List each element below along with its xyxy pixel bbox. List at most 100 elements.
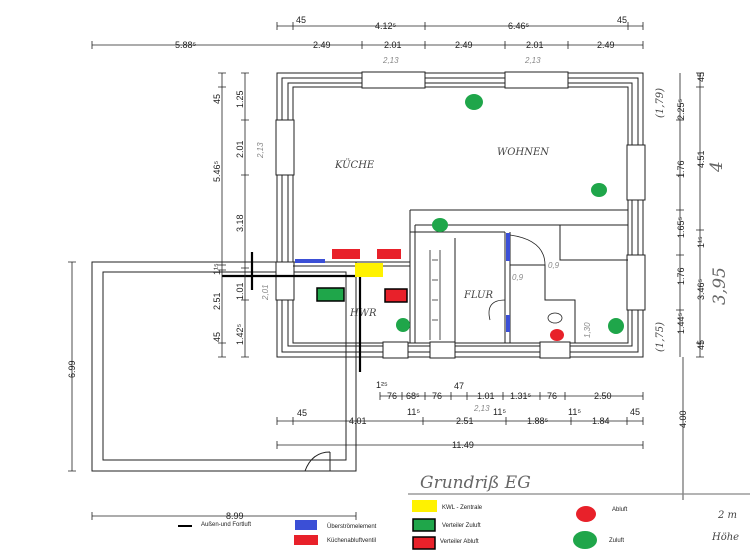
bath-note: 0,9 [548, 261, 560, 270]
dim-label: 4.00 [678, 410, 688, 428]
dim-label: 2.50 [594, 391, 612, 401]
dim-note: 2,01 [261, 284, 270, 301]
overflow-element [295, 259, 325, 263]
dim-label: 11⁵ [407, 407, 420, 417]
dim-label: 2.51 [456, 416, 474, 426]
legend-label: KWL - Zentrale [442, 505, 483, 511]
room-label-flur: FLUR [463, 290, 493, 301]
dim-label: 2.49 [313, 40, 331, 50]
dim-label: 1.44⁵ [676, 312, 686, 334]
kwl-unit [355, 263, 383, 277]
dim-label: 5.88⁵ [175, 40, 197, 50]
legend-red-swatch [294, 535, 318, 545]
dim-note: 2,13 [473, 404, 490, 413]
dim-label: 1.76 [676, 160, 686, 178]
overflow-element [506, 315, 510, 332]
supply-outlet [432, 218, 448, 232]
dim-label: 3.18 [235, 214, 245, 232]
room-label-kueche: KÜCHE [334, 159, 375, 171]
dim-label: 4.12⁵ [375, 21, 397, 31]
dim-label: 45 [696, 340, 706, 350]
dim-label: 4.01 [349, 416, 367, 426]
overflow-element [506, 233, 510, 261]
dim-label: 11.49 [452, 440, 474, 450]
dim-note: 2,13 [524, 56, 541, 65]
legend-blue-swatch [295, 520, 317, 530]
dim-label: 8.99 [226, 511, 244, 521]
legend-red-box-swatch [412, 536, 436, 550]
dim-note: 2,13 [382, 56, 399, 65]
dim-label: 3.46⁵ [696, 278, 706, 300]
dim-label: 1.01 [235, 282, 245, 300]
dim-label: 2.01 [384, 40, 402, 50]
supply-distributor [316, 287, 345, 302]
dim-label: 2.49 [455, 40, 473, 50]
dim-label: 11⁵ [568, 407, 581, 417]
bath-note: 1,30 [583, 322, 592, 338]
legend-label: Abluft [612, 507, 628, 513]
supply-outlet [608, 318, 624, 334]
dim-label: 4.51 [696, 150, 706, 168]
dim-label: 1.31⁵ [510, 391, 532, 401]
supply-outlet [396, 318, 410, 332]
dim-label: 45 [212, 94, 222, 104]
dim-label: 68⁵ [406, 391, 420, 401]
outer-air-duct [222, 252, 362, 372]
dim-label: 45 [630, 407, 640, 417]
dim-label: 45 [617, 15, 627, 25]
room-label-hwr: HWR [349, 308, 377, 319]
dim-label: 1.76 [676, 267, 686, 285]
dim-label: 76 [387, 391, 397, 401]
dim-label: 45 [296, 15, 306, 25]
house-walls [275, 71, 646, 359]
supply-outlet [465, 94, 483, 110]
dim-label: 45 [212, 332, 222, 342]
dim-note: (1,75) [655, 322, 666, 352]
dim-label: 6.46⁵ [508, 21, 530, 31]
room-label-wohnen: WOHNEN [497, 147, 550, 158]
bath-note: 0,9 [512, 273, 524, 282]
dim-note: 2,13 [256, 142, 265, 159]
dim-label: 1.01 [477, 391, 495, 401]
exhaust-distributor [384, 288, 408, 303]
legend-label: Zuluft [609, 538, 624, 544]
dim-label: 2.25⁵ [676, 98, 686, 120]
dim-label: 1.88⁵ [527, 416, 549, 426]
dim-note: 3,95 [710, 267, 730, 305]
dim-label: 1.84 [592, 416, 610, 426]
dim-label: 2.01 [235, 140, 245, 158]
legend-green-box-swatch [412, 518, 436, 532]
legend-label: Verteiler Abluft [440, 539, 479, 545]
dim-label: 2.49 [597, 40, 615, 50]
kitchen-exhaust-valve [332, 249, 360, 259]
legend-label: Küchenabluftventil [327, 538, 376, 544]
dim-label: 1¹⁵ [212, 263, 222, 275]
dim-label: 11⁵ [493, 407, 506, 417]
dim-label: 5.46⁵ [212, 160, 222, 182]
dim-label: 2.51 [212, 292, 222, 310]
dim-note: 4 [707, 161, 727, 173]
kitchen-exhaust-valve [377, 249, 401, 259]
legend-label: Überströmelement [327, 523, 377, 530]
garage-walls [91, 261, 357, 472]
dim-label: 45 [696, 72, 706, 82]
corner-note: Höhe [711, 532, 739, 543]
exhaust-outlet [550, 329, 564, 341]
ventilation [222, 94, 624, 372]
dim-label: 1.25 [235, 90, 245, 108]
dim-label: 45 [297, 408, 307, 418]
legend-label: Außen-und Fortluft [201, 522, 251, 528]
dim-label: 47 [454, 381, 464, 391]
dim-label: 76 [432, 391, 442, 401]
dim-label: 6.99 [67, 360, 77, 378]
dim-label: 1.42⁵ [235, 323, 245, 345]
dim-label: 2.01 [526, 40, 544, 50]
dim-label: 1¹⁵ [696, 236, 706, 248]
dim-label: 1.65⁵ [676, 216, 686, 238]
legend: Außen-und Fortluft Überströmelement Küch… [178, 500, 628, 550]
dim-label: 1²⁵ [376, 380, 388, 390]
corner-note: 2 m [717, 510, 737, 521]
dim-note: (1,79) [655, 88, 666, 118]
legend-red-circle [576, 506, 596, 522]
